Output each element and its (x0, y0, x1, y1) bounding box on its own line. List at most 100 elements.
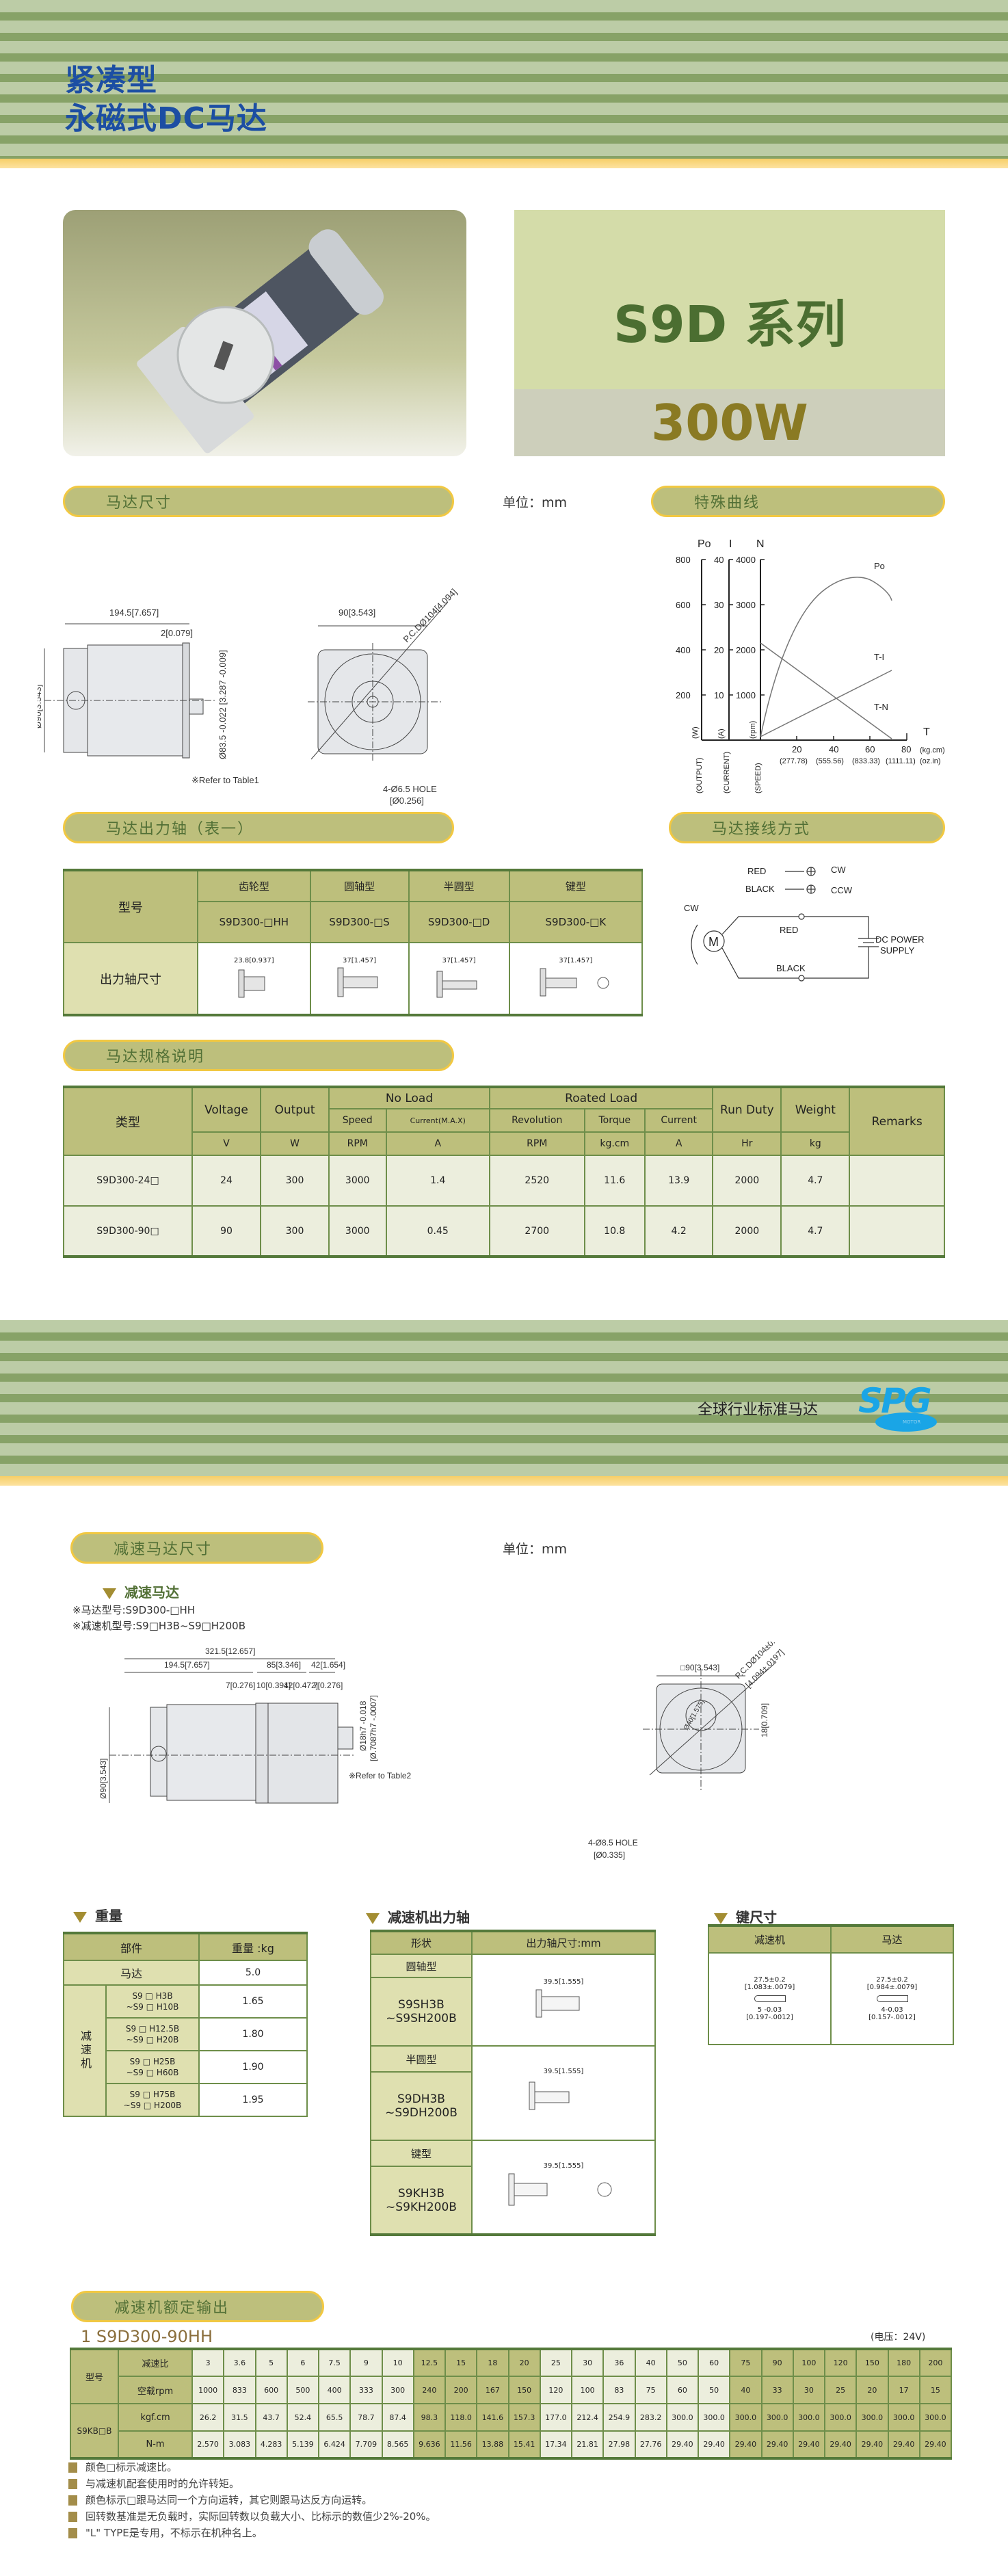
shaft-drawing-round: 37[1.457] (309, 942, 410, 1016)
gear-weight: 1.65 (198, 1984, 308, 2019)
key-width: 5 -0.03 (757, 2006, 782, 2014)
rated-cell: 40 (634, 2348, 667, 2377)
half-shaft-icon (529, 2081, 570, 2110)
run-duty: 2000 (712, 1155, 782, 1207)
rated-cell: 8.565 (381, 2430, 414, 2459)
dim-hole-in: [Ø0.335] (594, 1850, 625, 1860)
unit: Hr (712, 1131, 782, 1156)
rated-cell: 60 (665, 2376, 700, 2404)
section-label: 马达接线方式 (712, 821, 811, 838)
svg-text:N: N (756, 538, 765, 550)
rated-cell: 29.40 (823, 2430, 858, 2459)
shape-type: 圆轴型 (370, 1954, 473, 1978)
model-end: ~S9SH200B (386, 2012, 457, 2025)
rated-cell: 29.40 (665, 2430, 700, 2459)
x-tick-oz: (1111.11) (886, 757, 916, 765)
range-start: S9 □ H12.5B (125, 2024, 180, 2034)
dim-shaft-dia-in: [Ø.7087h7 -.0007] (369, 1695, 378, 1761)
bullet-square-icon (68, 2462, 77, 2473)
bullet-square-icon (68, 2479, 77, 2489)
rated-cell: 75 (729, 2348, 762, 2377)
range-end: ~S9 □ H10B (126, 2002, 179, 2012)
unit: A (644, 1131, 714, 1156)
shaft-drawing-key: 39.5[1.555] (471, 2140, 656, 2235)
rated-cell: 17.34 (539, 2430, 573, 2459)
po-tick: 800 (676, 555, 691, 565)
dim-gear: 85[3.346] (267, 1660, 301, 1670)
torque: 11.6 (583, 1155, 646, 1207)
dim: 37[1.457] (343, 956, 377, 964)
rated-cell: 12.5 (412, 2348, 447, 2377)
key-len: 27.5±0.2 (876, 1976, 908, 1984)
gearhead-label: 减速机 (63, 1984, 107, 2117)
type-round: 圆轴型 (309, 869, 410, 902)
rated-cell: 3.083 (223, 2430, 256, 2459)
rated-cell: 15 (444, 2348, 478, 2377)
type-half: 半圆型 (408, 869, 510, 902)
rated-cell: 98.3 (412, 2403, 447, 2432)
tn-line (760, 642, 892, 739)
model-end: ~S9DH200B (385, 2106, 457, 2120)
triangle-bullet-icon (73, 1911, 87, 1923)
gear-shaft-table: 形状 出力轴尺寸:mm 圆轴型 39.5[1.555] S9SH3B~S9SH2… (370, 1930, 656, 2236)
dim-d3: 12[0.472] (284, 1681, 318, 1690)
dim-total: 321.5[12.657] (205, 1646, 255, 1656)
rated-cell: 300.0 (823, 2403, 858, 2432)
rotation-cw-label: CW (684, 903, 699, 913)
key-shaft-icon (540, 968, 609, 996)
second-gold-rule (0, 1476, 1008, 1486)
weight-header: 重量 :kg (198, 1932, 308, 1961)
circuit-black-label: BLACK (776, 963, 806, 973)
brand-slogan: 全球行业标准马达 (698, 1402, 819, 1419)
shaft-drawing-gear: 23.8[0.937] (197, 942, 311, 1016)
rated-cell: 9 (349, 2348, 383, 2377)
dim: 37[1.457] (559, 956, 593, 964)
key-len-in: [1.083±.0079] (744, 1984, 795, 1991)
voltage: 90 (191, 1205, 261, 1257)
x-tick-oz: (555.56) (816, 757, 844, 765)
rated-cell: 3.6 (223, 2348, 256, 2377)
x-tick: 60 (865, 744, 875, 754)
x-unit: (kg.cm) (920, 746, 945, 754)
key-table: 减速机 马达 27.5±0.2 [1.083±.0079] 5 -0.03 [0… (708, 1924, 954, 2045)
dim-d2: 10[0.394] (256, 1681, 291, 1690)
key-width-in: [0.157-.0012] (868, 2014, 916, 2021)
rated-cell: 52.4 (286, 2403, 320, 2432)
rated-cell: 29.40 (697, 2430, 731, 2459)
gear-range: S9 □ H25B~S9 □ H60B (105, 2050, 200, 2084)
rated-cell: 6 (286, 2348, 320, 2377)
logo-text: SPG (858, 1381, 932, 1421)
rated-cell: 50 (665, 2348, 700, 2377)
i-unit: (A) (717, 728, 726, 739)
model-start: S9KH3B (397, 2186, 445, 2200)
rated-cell: 200 (444, 2376, 478, 2404)
model-header: 型号 (63, 869, 198, 943)
rated-cell: 75 (634, 2376, 667, 2404)
x-tick-oz: (833.33) (852, 757, 880, 765)
section-gearmotor-dimensions: 减速马达尺寸 (70, 1532, 323, 1564)
subhead-text: 重量 (95, 1908, 122, 1924)
type-gear: 齿轮型 (197, 869, 311, 902)
supply-label: DC POWER (875, 934, 925, 945)
n-unit: (rpm) (749, 721, 757, 739)
supply-label-2: SUPPLY (880, 945, 915, 956)
speed: 3000 (328, 1205, 387, 1257)
wire-black-label: BLACK (745, 884, 775, 894)
key-motor: 27.5±0.2 [0.984±.0079] 4-0.03 [0.157-.00… (830, 1952, 954, 2045)
rated-cell: 11.56 (444, 2430, 478, 2459)
gear-weight: 1.90 (198, 2050, 308, 2084)
section-label: 减速马达尺寸 (114, 1541, 213, 1558)
dim-hole: 4-Ø6.5 HOLE (383, 784, 437, 794)
rated-cell: 13.88 (476, 2430, 509, 2459)
bullet-square-icon (68, 2512, 77, 2522)
rated-cell: 500 (286, 2376, 320, 2404)
rated-cell: 300.0 (729, 2403, 762, 2432)
model-start: S9DH3B (397, 2092, 445, 2106)
rated-cell: 200 (918, 2348, 953, 2377)
speed: 3000 (328, 1155, 387, 1207)
rated-cell: 150 (856, 2348, 889, 2377)
dim: 39.5[1.555] (543, 2068, 584, 2075)
gear-shaft-icon (238, 969, 265, 997)
range-end: ~S9 □ H20B (126, 2035, 179, 2045)
rated-cell: 212.4 (570, 2403, 605, 2432)
